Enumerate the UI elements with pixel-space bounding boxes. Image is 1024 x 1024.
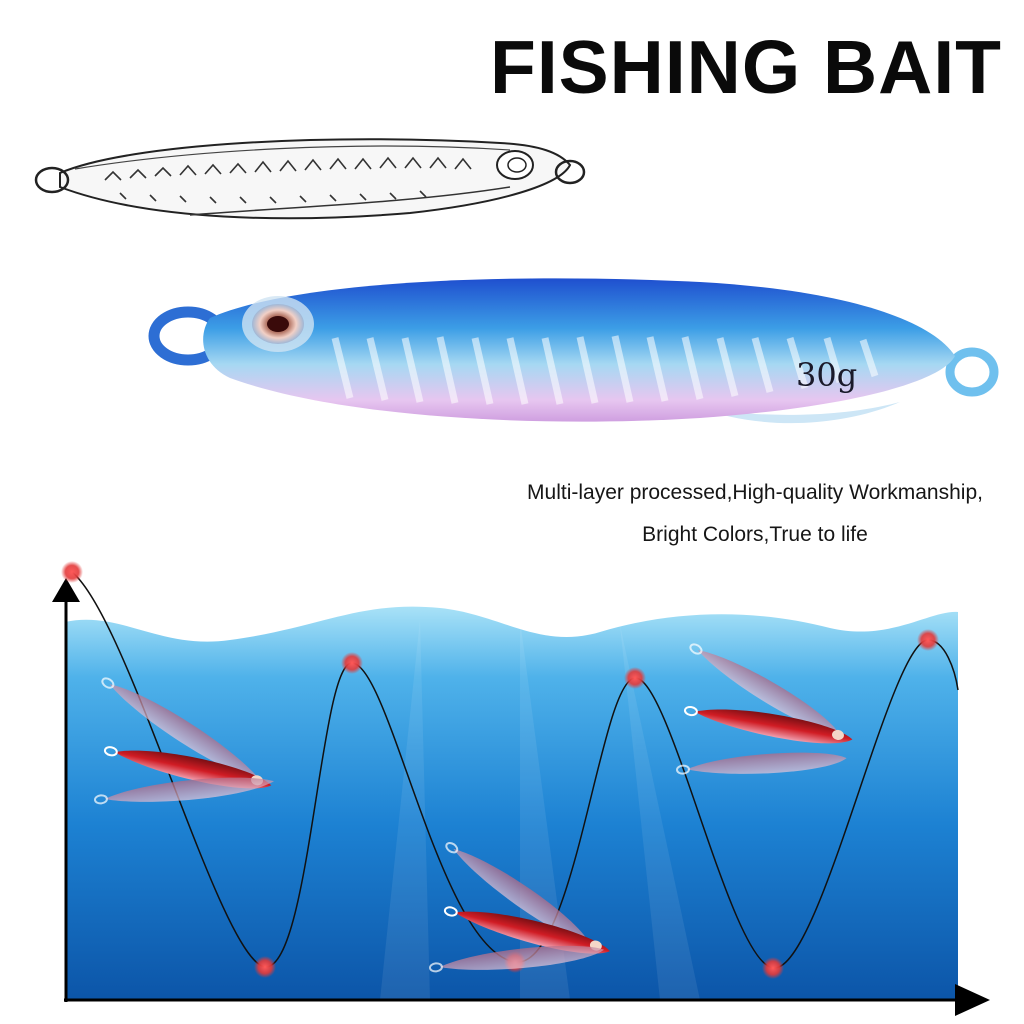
ghost-lure (445, 841, 590, 943)
x-axis-arrow-icon (955, 984, 990, 1016)
ghost-lure (428, 945, 605, 973)
y-axis-arrow-icon (52, 578, 80, 602)
sketch-outline (59, 138, 572, 220)
lure-eye-pupil (267, 316, 289, 332)
ghost-lure (689, 643, 840, 735)
ghost-lure (675, 752, 847, 775)
sketch-back-line (74, 145, 511, 170)
red-lure (683, 705, 853, 744)
water-body (65, 606, 958, 1000)
trough-marker (762, 957, 784, 979)
lure-main-illustration: 30g (148, 278, 999, 424)
peak-marker (917, 629, 939, 651)
sketch-head-ring (554, 159, 586, 185)
sketch-belly-line (189, 186, 511, 216)
lure-group-left (93, 677, 275, 805)
motion-diagram (52, 561, 990, 1016)
sketch-eye-inner (507, 157, 527, 173)
peak-marker (624, 667, 646, 689)
lure-scale-pattern (331, 335, 879, 405)
lure-fin (700, 402, 900, 424)
trough-marker (254, 956, 276, 978)
sketch-eye (496, 150, 534, 180)
peak-marker (61, 561, 83, 583)
sketch-tail-ring (34, 166, 70, 194)
sketch-scale-marks (104, 156, 472, 204)
lure-sketch-illustration (34, 138, 586, 220)
lure-body (203, 278, 956, 422)
lure-head-ring (945, 347, 999, 397)
lure-group-bottom (428, 841, 610, 973)
lure-group-right (675, 643, 853, 775)
product-description: Multi-layer processed,High-quality Workm… (440, 472, 1024, 556)
ghost-lure (101, 677, 262, 782)
ghost-lure (93, 777, 275, 805)
page-title: FISHING BAIT (490, 25, 1002, 109)
description-line-1: Multi-layer processed,High-quality Workm… (527, 481, 983, 504)
peak-marker (341, 652, 363, 674)
lure-weight-label: 30g (796, 356, 857, 394)
description-line-2: Bright Colors,True to life (642, 523, 868, 546)
